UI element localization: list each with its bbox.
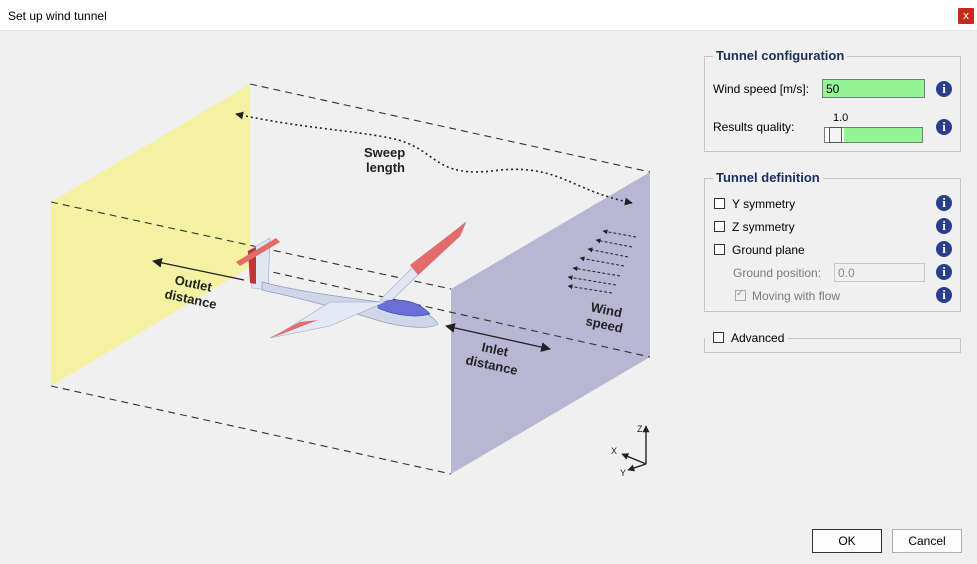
y-symmetry-info-icon[interactable]: i [936,195,952,211]
ground-position-label: Ground position: [733,266,822,280]
axes-glyph [621,425,650,472]
moving-with-flow-label: Moving with flow [752,289,841,303]
inlet-plane [451,172,650,474]
results-quality-slider-thumb[interactable] [829,127,842,143]
wind-speed-label: Wind speed [m/s]: [713,82,810,96]
outlet-plane [51,84,250,386]
tunnel-definition-group: Tunnel definition [704,170,961,312]
inlet-distance-arrow [445,323,551,352]
ground-position-input[interactable] [834,263,925,282]
advanced-group [704,338,961,353]
axis-y-label: Y [620,468,626,478]
moving-with-flow-checkbox[interactable] [735,288,746,301]
wind-speed-input[interactable] [822,79,925,98]
y-symmetry-label: Y symmetry [732,197,796,211]
results-quality-slider[interactable] [824,127,923,143]
tunnel-configuration-group: Tunnel configuration [704,48,961,152]
y-symmetry-checkbox[interactable] [714,198,725,209]
advanced-group-top-line [788,338,961,339]
title-bar: Set up wind tunnel x [0,0,977,31]
close-icon: x [962,9,970,22]
results-quality-label: Results quality: [713,120,795,134]
results-quality-info-icon[interactable]: i [936,119,952,135]
z-symmetry-label: Z symmetry [732,220,795,234]
close-button[interactable]: x [958,8,974,24]
moving-with-flow-info-icon[interactable]: i [936,287,952,303]
sweep-label-2: length [366,160,405,175]
ok-button[interactable]: OK [812,529,882,553]
wind-speed-info-icon[interactable]: i [936,81,952,97]
axis-x-label: X [611,446,617,456]
tunnel-configuration-legend: Tunnel configuration [713,48,848,63]
z-symmetry-info-icon[interactable]: i [936,218,952,234]
ground-position-info-icon[interactable]: i [936,264,952,280]
cancel-button[interactable]: Cancel [892,529,962,553]
ground-plane-checkbox[interactable] [714,244,725,255]
wind-arrows [567,229,637,294]
tunnel-definition-legend: Tunnel definition [713,170,823,185]
advanced-checkbox[interactable] [713,332,724,343]
sweep-label-1: Sweep [364,145,405,160]
wind-label-1: Wind [589,299,623,320]
axis-z-label: Z [637,424,643,434]
wind-tunnel-illustration: Sweep length Outlet distance Inlet dista… [50,83,651,478]
z-symmetry-checkbox[interactable] [714,221,725,232]
results-quality-value: 1.0 [833,112,849,124]
ground-plane-info-icon[interactable]: i [936,241,952,257]
inlet-label-1: Inlet [480,339,510,359]
outlet-distance-arrow [152,258,245,281]
advanced-label: Advanced [731,331,785,345]
ground-plane-label: Ground plane [732,243,805,257]
sweep-path [235,111,633,206]
window-title: Set up wind tunnel [8,9,107,23]
glider [236,221,467,339]
